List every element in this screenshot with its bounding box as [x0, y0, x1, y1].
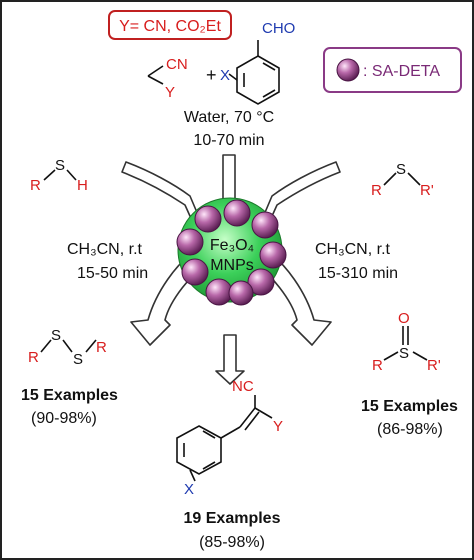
top-conditions-line2: 10-70 min [193, 132, 264, 149]
down-arrow [215, 334, 245, 385]
alkene-c-c-bond-2 [244, 411, 260, 431]
alkene-ring-to-vinyl [220, 426, 241, 439]
top-inlet-arrow [222, 154, 236, 206]
nitrile-cn-label: CN [166, 56, 188, 73]
sa-deta-beads [176, 199, 287, 306]
thiol-h-label: H [77, 177, 88, 194]
thiol-bond-1 [43, 169, 56, 181]
nitrile-bond-1 [147, 65, 164, 77]
left-conditions-line2: 15-50 min [77, 265, 148, 282]
alkene-y-bond [254, 407, 273, 419]
disulfide-s2-label: S [73, 351, 83, 368]
right-conditions-line2: 15-310 min [318, 265, 398, 282]
sulfide-s-label: S [396, 161, 406, 178]
aldehyde-x-label: X [220, 67, 230, 84]
legend-bead-icon [336, 58, 360, 82]
disulfide-r-label: R [28, 349, 39, 366]
bead [181, 258, 209, 286]
bead [259, 241, 287, 269]
alkene-x-bond [189, 469, 196, 482]
sulfoxide-bond-2 [412, 351, 428, 361]
bottom-yield-range: (85-98%) [199, 534, 265, 551]
disulfide-bond-1 [40, 339, 52, 353]
bead [247, 268, 275, 296]
right-conditions-line1: CH₃CN, r.t [315, 241, 391, 258]
right-example-count: 15 Examples [361, 398, 458, 415]
disulfide-r2-label: R [96, 339, 107, 356]
left-example-count: 15 Examples [21, 387, 118, 404]
top-conditions-line1: Water, 70 °C [184, 109, 274, 126]
sulfoxide-bond-1 [383, 351, 399, 361]
aldehyde-ring-inner-2 [262, 89, 276, 98]
left-conditions-line1: CH₃CN, r.t [67, 241, 143, 258]
right-yield-range: (86-98%) [377, 421, 443, 438]
bottom-example-count: 19 Examples [184, 510, 281, 527]
condition-box [108, 10, 232, 40]
aldehyde-ring-inner-3 [262, 62, 276, 71]
left-yield-range: (90-98%) [31, 410, 97, 427]
alkene-ring-inner-2 [202, 461, 216, 470]
disulfide-bond-3 [85, 339, 97, 353]
bead [223, 199, 251, 227]
sulfide-bond-2 [407, 172, 421, 186]
condition-box-text: Y= CN, CO₂Et [119, 18, 221, 35]
legend-box [323, 47, 462, 93]
sulfoxide-o-label: O [398, 310, 410, 327]
thiol-s-label: S [55, 157, 65, 174]
bead [194, 205, 222, 233]
alkene-x-label: X [184, 481, 194, 498]
bead [205, 278, 233, 306]
sulfide-r-label: R [371, 182, 382, 199]
core-label-line1: Fe₃O₄ [210, 237, 254, 254]
core-label-line2: MNPs [210, 257, 254, 274]
thiol-r-label: R [30, 177, 41, 194]
aldehyde-ring [236, 55, 280, 105]
alkene-c-c-bond-1 [239, 407, 256, 428]
bead [228, 280, 254, 306]
left-curved-arrow [121, 161, 216, 346]
plus-sign: + [206, 65, 217, 85]
sulfoxide-r2-label: R' [427, 357, 441, 374]
alkene-nc-label: NC [232, 378, 254, 395]
bead [251, 211, 279, 239]
sulfide-bond-1 [383, 172, 397, 186]
alkene-ring-inner-3 [202, 430, 216, 439]
thiol-bond-2 [66, 169, 77, 181]
disulfide-s1-label: S [51, 327, 61, 344]
aldehyde-x-bond [228, 73, 238, 81]
nitrile-bond-2 [147, 75, 164, 85]
sulfoxide-r-label: R [372, 357, 383, 374]
legend-label: : SA-DETA [363, 63, 440, 80]
right-curved-arrow [246, 161, 341, 346]
sulfide-r2-label: R' [420, 182, 434, 199]
disulfide-bond-2 [62, 339, 73, 353]
bead [176, 228, 204, 256]
nitrile-y-label: Y [165, 84, 175, 101]
sulfoxide-s-label: S [399, 345, 409, 362]
alkene-y-label: Y [273, 418, 283, 435]
aldehyde-cho-label: CHO [262, 20, 295, 37]
